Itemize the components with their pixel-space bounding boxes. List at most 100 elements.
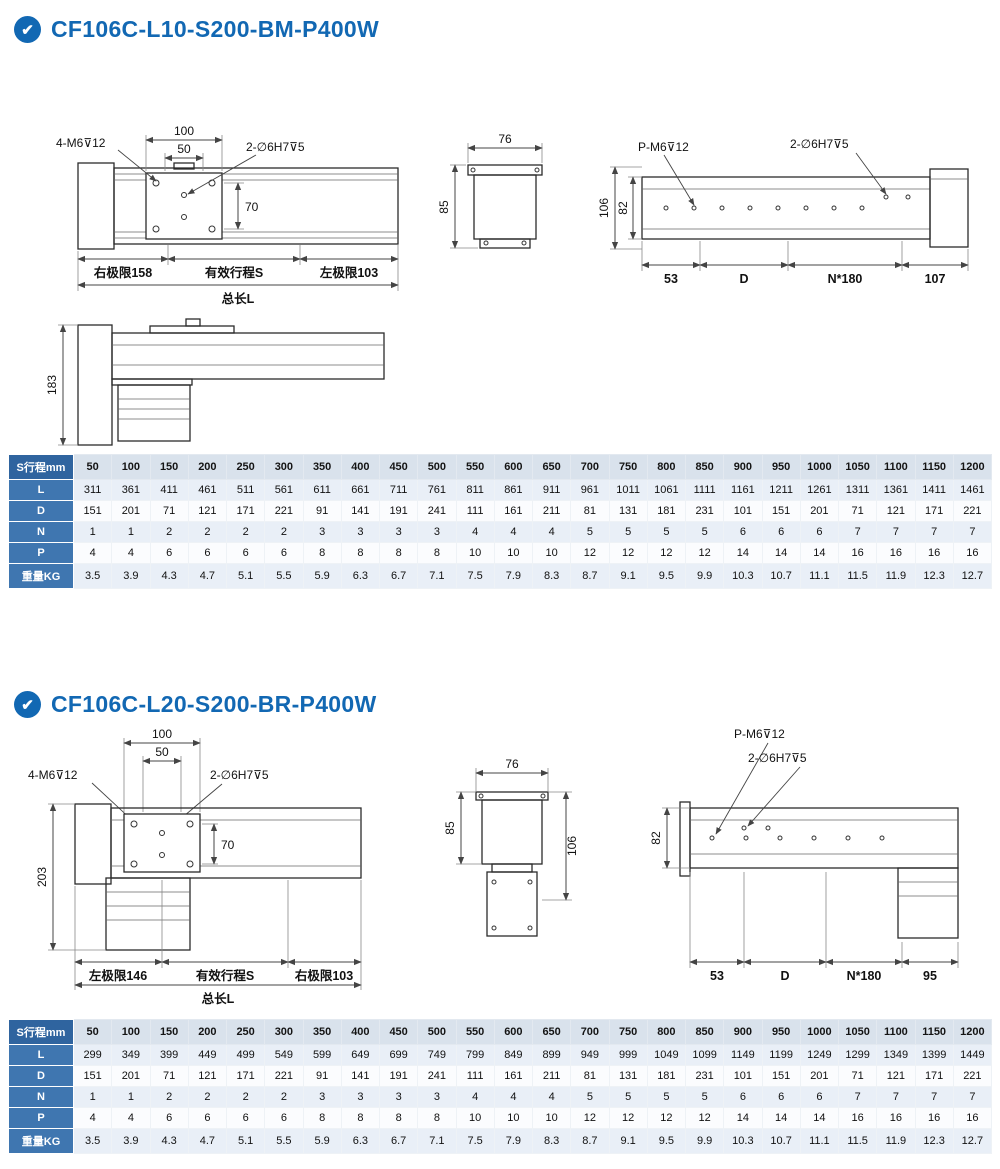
stroke-label: 有效行程S [196,968,254,983]
cell-value: 221 [952,500,993,522]
cell-value: 14 [761,1107,801,1129]
section-header: ✔ CF106C-L20-S200-BR-P400W [0,681,1000,722]
cell-value: 12 [570,1107,610,1129]
cell-value: 7.1 [417,1128,457,1154]
dim-50: 50 [177,142,191,156]
cell-value: 10 [531,1107,572,1129]
cell-value: 549 [264,1044,304,1066]
cell-value: 151 [72,500,113,522]
cell-value: 411 [149,479,189,501]
section-cf106c-l20: ✔ CF106C-L20-S200-BR-P400W 100 50 4-M6⊽1… [0,675,1000,1154]
cell-value: 6 [149,542,189,564]
cell-value: 16 [837,1107,878,1129]
cell-value: 211 [531,1065,572,1087]
cell-value: 9.5 [646,563,687,589]
cell-value: 6 [187,1107,228,1129]
cell-value: 1 [72,1086,113,1108]
cell-value: 151 [761,500,801,522]
cell-value: 101 [723,1065,763,1087]
cell-value: 10.7 [761,563,801,589]
dim-82: 82 [616,201,630,215]
cell-value: 599 [302,1044,342,1066]
cell-value: 12 [570,542,610,564]
plan-view: 100 50 4-M6⊽12 2-∅6H7⊽5 70 右极限158 有效行程S … [56,124,399,306]
cell-value: 4 [455,1086,495,1108]
cell-value: 91 [302,1065,342,1087]
cell-value: 8.7 [570,563,610,589]
cell-value: 7 [876,1086,916,1108]
stroke-value: 950 [761,454,801,480]
cell-value: 9.1 [608,563,648,589]
stroke-value: 600 [493,1019,534,1045]
stroke-value: 950 [761,1019,801,1045]
cell-value: 7.1 [417,563,457,589]
cell-value: 449 [187,1044,228,1066]
cell-value: 221 [952,1065,993,1087]
stroke-value: 700 [570,454,610,480]
thread-callout: 4-M6⊽12 [28,768,78,782]
cell-value: 499 [225,1044,266,1066]
stroke-value: 300 [264,454,304,480]
cell-value: 191 [378,1065,419,1087]
cell-value: 3.5 [72,1128,113,1154]
dim-76: 76 [498,132,512,146]
cell-value: 4.3 [149,563,189,589]
right-limit-label: 右极限158 [93,265,152,280]
cell-value: 11.5 [837,563,878,589]
section-header: ✔ CF106C-L10-S200-BM-P400W [0,6,1000,47]
cell-value: 2 [149,1086,189,1108]
end-view: 76 85 106 [443,757,579,937]
cell-value: 799 [455,1044,495,1066]
stroke-value: 750 [608,454,648,480]
cell-value: 201 [111,1065,151,1087]
cell-value: 161 [493,500,534,522]
cell-value: 8 [302,1107,342,1129]
cell-value: 14 [723,542,763,564]
cell-value: 181 [646,500,687,522]
check-icon: ✔ [14,16,41,43]
cell-value: 6 [187,542,228,564]
cell-value: 7 [876,521,916,543]
cell-value: 211 [531,500,572,522]
stroke-value: 100 [111,454,151,480]
cell-value: 3 [340,521,381,543]
cell-value: 3 [378,1086,419,1108]
dim-82: 82 [649,831,663,845]
cell-value: 12 [646,1107,687,1129]
stroke-value: 350 [302,1019,342,1045]
cell-value: 3 [302,1086,342,1108]
cell-value: 8.3 [531,1128,572,1154]
dim-76: 76 [505,757,519,771]
dim-106: 106 [597,198,611,218]
stroke-value: 1200 [952,454,993,480]
end-view: 76 85 [437,132,543,249]
cell-value: 361 [111,479,151,501]
stroke-value: 800 [646,454,687,480]
cell-value: 6 [799,1086,840,1108]
stroke-value: 500 [417,454,457,480]
stroke-value: 650 [531,454,572,480]
cell-value: 12 [646,542,687,564]
dim-70: 70 [245,200,259,214]
cell-value: 111 [455,1065,495,1087]
cell-value: 7 [952,1086,993,1108]
cell-value: 12.3 [914,1128,954,1154]
cell-value: 9.5 [646,1128,687,1154]
cell-value: 5 [570,1086,610,1108]
dim-183: 183 [45,375,59,395]
cell-value: 221 [264,1065,304,1087]
cell-value: 849 [493,1044,534,1066]
cell-value: 4 [493,521,534,543]
dowel-callout: 2-∅6H7⊽5 [246,140,305,154]
cell-value: 9.1 [608,1128,648,1154]
cell-value: 16 [914,1107,954,1129]
cell-value: 7.9 [493,563,534,589]
cell-value: 5 [684,521,725,543]
stroke-value: 750 [608,1019,648,1045]
cell-value: 131 [608,500,648,522]
cell-value: 1149 [723,1044,763,1066]
cell-value: 1111 [684,479,725,501]
dim-n180: N*180 [828,272,863,286]
dim-53: 53 [664,272,678,286]
cell-value: 9.9 [684,1128,725,1154]
